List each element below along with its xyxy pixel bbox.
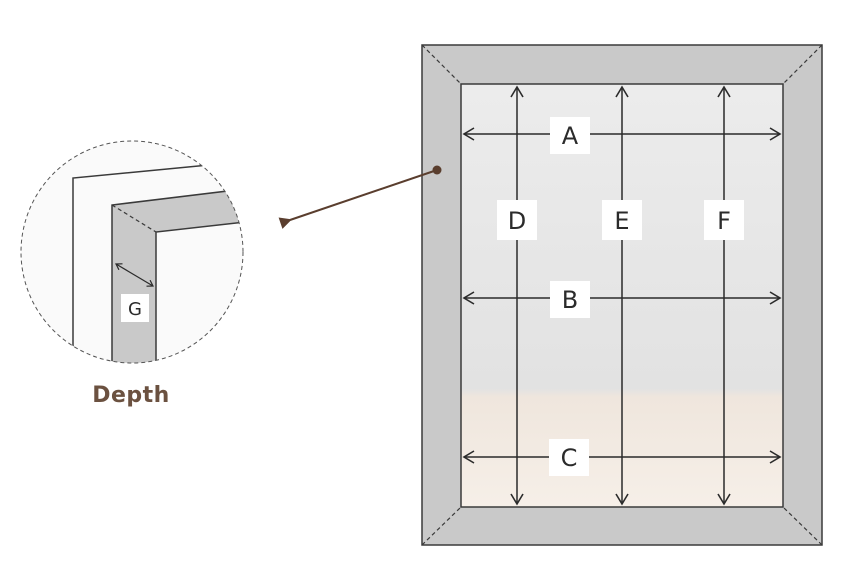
label-d-text: D [508, 207, 526, 235]
label-e-text: E [614, 207, 629, 235]
zoom-circle-border [20, 140, 244, 364]
frame-miter-lines [421, 44, 823, 546]
label-d: D [497, 200, 537, 240]
label-f-text: F [717, 207, 731, 235]
arrow-g [115, 263, 154, 287]
label-c-text: C [561, 444, 578, 472]
depth-detail-zoom: G [20, 140, 244, 364]
zoom-pointer [278, 165, 442, 229]
label-c: C [549, 439, 589, 476]
label-f: F [704, 200, 744, 240]
width-arrows [462, 127, 782, 464]
label-b: B [550, 281, 590, 318]
label-g-text: G [128, 299, 142, 320]
pointer-arrow [278, 169, 438, 229]
label-e: E [602, 200, 642, 240]
depth-caption: Depth [92, 383, 170, 408]
label-a-text: A [562, 122, 579, 150]
label-g: G [121, 294, 149, 322]
label-b-text: B [562, 286, 578, 314]
label-a: A [550, 117, 590, 154]
